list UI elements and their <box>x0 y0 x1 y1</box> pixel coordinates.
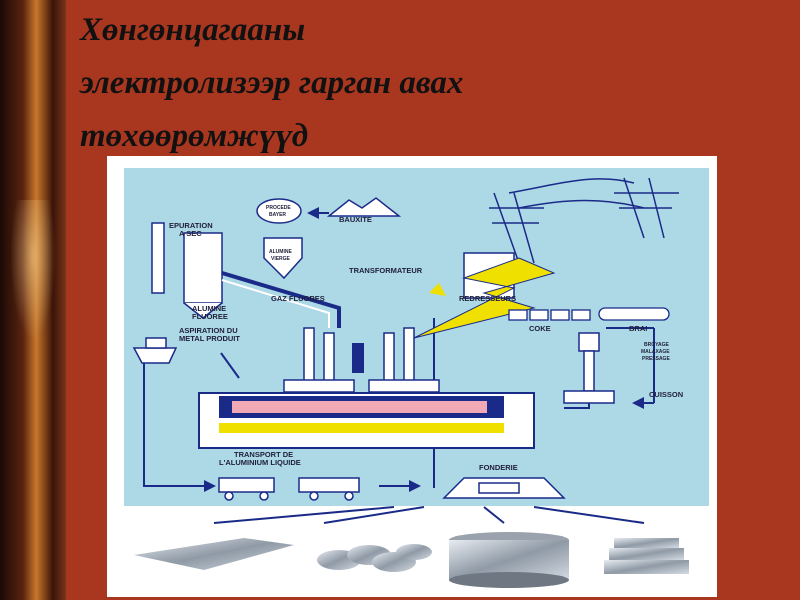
label-coke: COKE <box>529 324 551 333</box>
liquid-aluminium-truck-icon <box>218 477 360 501</box>
anode-assembly <box>283 327 440 393</box>
label-aspiration-1: ASPIRATION DU <box>179 326 238 335</box>
label-pressage: PRESSAGE <box>642 356 670 362</box>
electric-current-icon <box>413 257 556 339</box>
label-malaxage: MALAXAGE <box>641 349 670 355</box>
product-arrows <box>213 506 645 524</box>
foundry-icon <box>442 477 566 499</box>
label-cuisson: CUISSON <box>649 390 683 399</box>
coke-train-icon <box>508 309 591 321</box>
ingot-stack-image <box>604 538 689 574</box>
label-transformateur: TRANSFORMATEUR <box>349 266 423 275</box>
product-strip <box>124 520 709 590</box>
label-redresseurs: REDRESSEURS <box>459 294 516 303</box>
label-alumine-fluoree-2: FLUOREE <box>192 312 228 321</box>
bauxite-pile-icon <box>326 197 402 217</box>
dry-scrubber-icon <box>183 232 223 304</box>
power-pylons-icon <box>489 177 679 264</box>
label-bauxite: BAUXITE <box>339 215 372 224</box>
label-procede-bayer-2: BAYER <box>269 212 286 218</box>
label-brai: BRAI <box>629 324 647 333</box>
anode-press-icon <box>563 332 615 404</box>
label-procede-bayer-1: PROCEDE <box>266 205 291 211</box>
label-epuration-2: A SEC <box>179 229 202 238</box>
label-broyage: BROYAGE <box>644 342 669 348</box>
aluminium-billets-image <box>317 544 432 572</box>
chimney-icon <box>151 222 165 294</box>
label-aspiration-2: METAL PRODUIT <box>179 334 240 343</box>
label-alumine-vierge-1: ALUMINE <box>269 249 292 255</box>
alumina-feeder-icon <box>352 343 364 373</box>
wire-coil-image <box>449 532 569 588</box>
aluminium-sheet-image <box>134 538 294 570</box>
aluminium-electrolysis-diagram: BAUXITE PROCEDE BAYER ALUMINE VIERGE EPU… <box>124 168 709 506</box>
alumina-silo-icon <box>263 237 303 280</box>
decorative-beaker-photo <box>0 0 66 600</box>
label-epuration-1: EPURATION <box>169 221 213 230</box>
label-alumine-vierge-2: VIERGE <box>271 256 291 262</box>
label-gaz-fluores: GAZ FLUORES <box>271 294 325 303</box>
pitch-tanker-icon <box>598 307 670 321</box>
bayer-process-icon <box>256 198 302 224</box>
slide-title: Хөнгөнцагааны электролизээр гарган авах … <box>80 12 464 154</box>
label-transport-1: TRANSPORT DE <box>234 450 293 459</box>
label-fonderie: FONDERIE <box>479 463 518 472</box>
label-alumine-fluoree-1: ALUMINE <box>192 304 226 313</box>
ladle-icon <box>132 337 178 364</box>
label-transport-2: L'ALUMINIUM LIQUIDE <box>219 458 301 467</box>
